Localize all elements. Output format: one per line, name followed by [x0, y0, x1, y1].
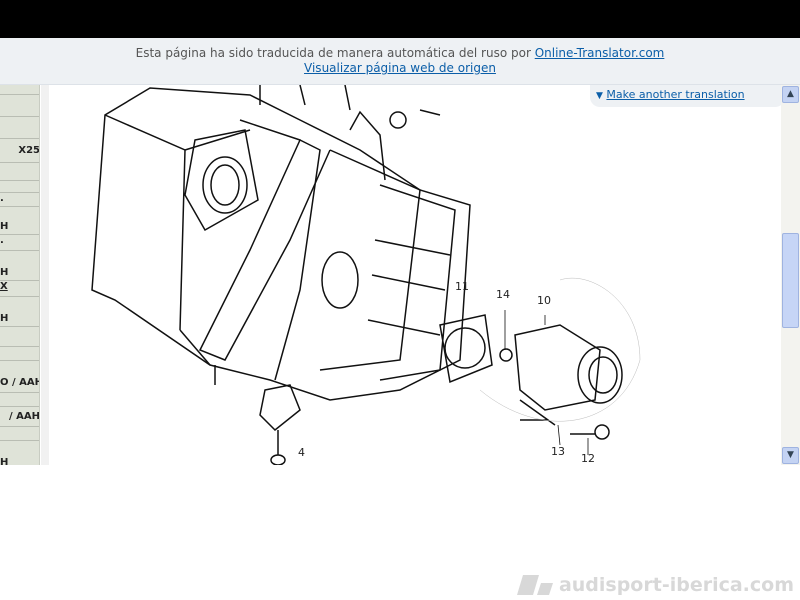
- chevron-up-icon: ▲: [787, 89, 794, 99]
- sidebar-item[interactable]: H: [0, 251, 39, 281]
- sidebar-item[interactable]: [0, 181, 39, 193]
- part-label-10: 10: [537, 294, 551, 307]
- sidebar-item[interactable]: .: [0, 235, 39, 251]
- top-bar: [0, 0, 800, 38]
- watermark-text: audisport-iberica.com: [558, 574, 794, 596]
- banner-text: Esta página ha sido traducida de manera …: [135, 46, 535, 60]
- translation-banner: Esta página ha sido traducida de manera …: [0, 38, 800, 85]
- sidebar-item[interactable]: [0, 95, 39, 117]
- flow-meter: [439, 277, 641, 455]
- sidebar-gap: [41, 85, 49, 465]
- watermark-logo-icon: [516, 575, 553, 595]
- make-another-translation[interactable]: ▼ Make another translation: [590, 85, 785, 107]
- air-filter-housing: [91, 85, 471, 465]
- sidebar-item[interactable]: [0, 393, 39, 407]
- view-original-link[interactable]: Visualizar página web de origen: [304, 61, 496, 75]
- sidebar-item[interactable]: [0, 117, 39, 139]
- sidebar-item[interactable]: [0, 347, 39, 361]
- chevron-down-icon: ▼: [787, 450, 794, 460]
- sidebar-item[interactable]: [0, 327, 39, 347]
- part-label-11: 11: [455, 280, 469, 293]
- scroll-down-button[interactable]: ▼: [782, 447, 799, 464]
- sidebar-item[interactable]: X: [0, 281, 39, 297]
- sidebar-item[interactable]: H: [0, 441, 39, 465]
- parts-diagram: 4 10 11 12 13 14: [49, 85, 780, 465]
- part-label-13: 13: [551, 445, 565, 458]
- sidebar-item[interactable]: H: [0, 207, 39, 235]
- online-translator-link[interactable]: Online-Translator.com: [534, 46, 665, 60]
- sidebar-item[interactable]: [0, 163, 39, 181]
- part-label-12: 12: [581, 452, 595, 465]
- sidebar-item[interactable]: X25: [0, 139, 39, 163]
- watermark: audisport-iberica.com: [516, 574, 794, 596]
- sidebar-item[interactable]: [0, 85, 39, 95]
- scroll-up-button[interactable]: ▲: [782, 86, 799, 103]
- sidebar-item[interactable]: .: [0, 193, 39, 207]
- scrollbar-thumb[interactable]: [782, 233, 799, 328]
- sidebar-item[interactable]: / AAH: [0, 407, 39, 427]
- vertical-scrollbar[interactable]: ▲ ▼: [781, 85, 800, 465]
- make-another-translation-link[interactable]: Make another translation: [606, 88, 745, 101]
- sidebar-item[interactable]: [0, 427, 39, 441]
- sidebar-item[interactable]: O / AAH: [0, 361, 39, 393]
- sidebar: X25 . H . H X H O / AAH / AAH H: [0, 85, 40, 465]
- part-label-4: 4: [298, 446, 305, 459]
- triangle-down-icon: ▼: [596, 91, 603, 101]
- sidebar-item[interactable]: H: [0, 297, 39, 327]
- part-label-14: 14: [496, 288, 510, 301]
